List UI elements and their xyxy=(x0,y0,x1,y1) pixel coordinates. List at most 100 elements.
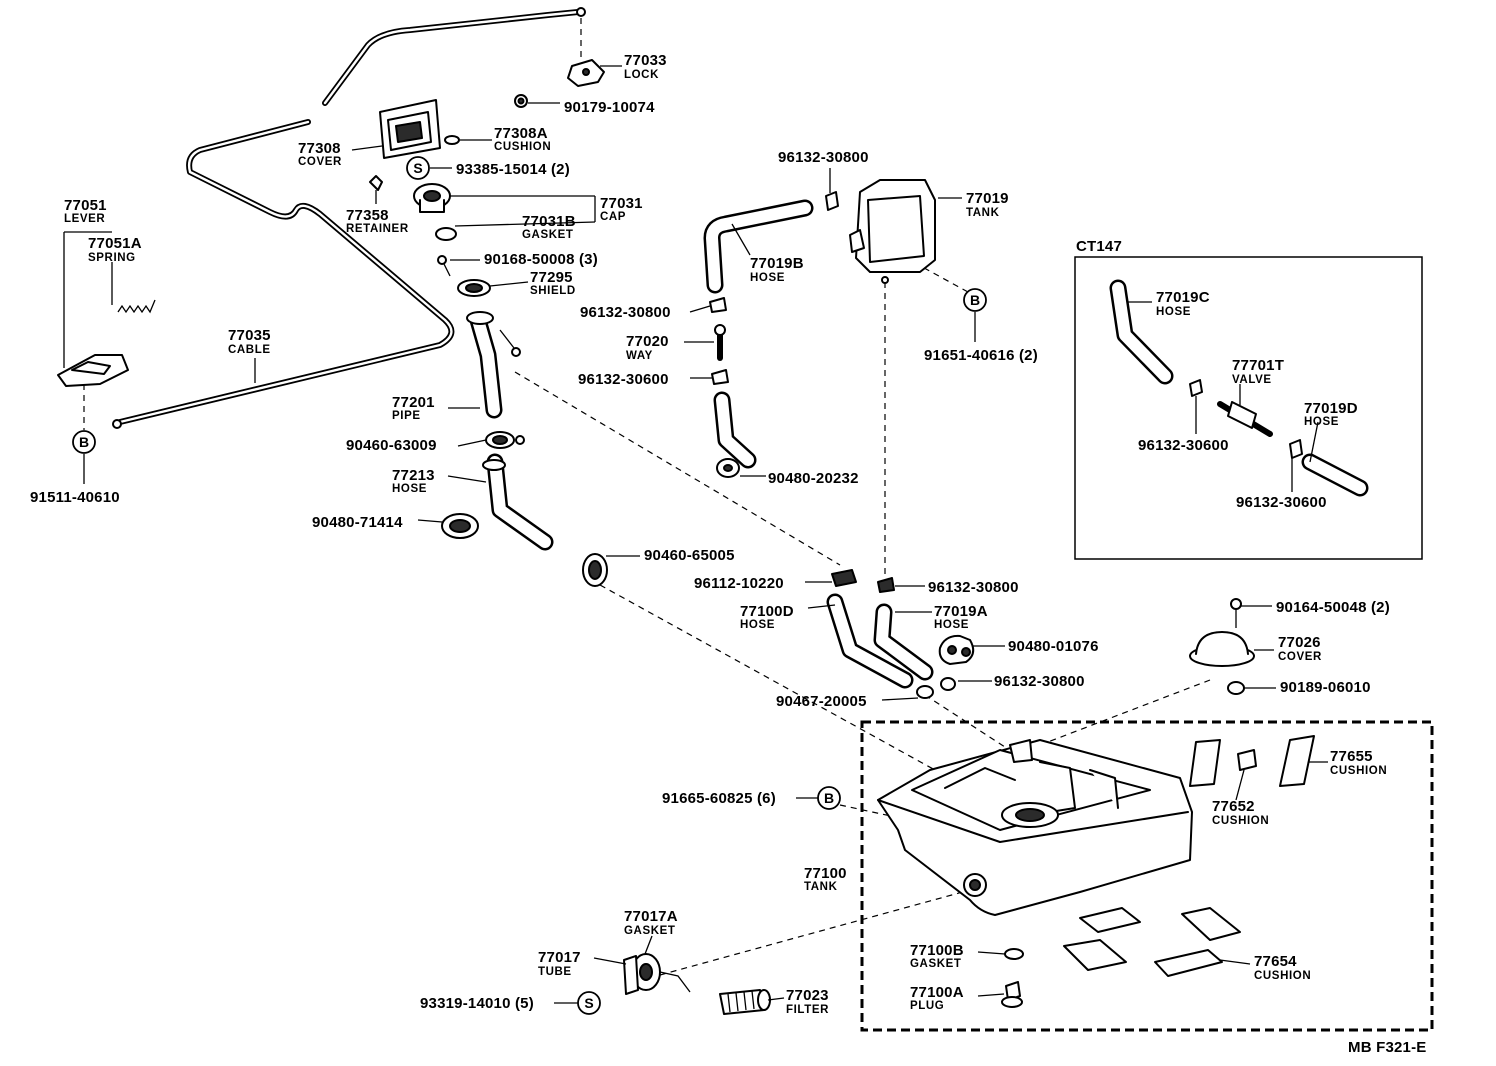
hose-lower-middle xyxy=(713,391,757,469)
fuel-tank-77100 xyxy=(877,739,1193,916)
label-77020-part: 77020 xyxy=(626,333,669,350)
label-77031b-desc: GASKET xyxy=(522,229,574,241)
cover-77026 xyxy=(1189,631,1255,667)
label-96132-b-part: 96132-30600 xyxy=(578,371,669,388)
svg-text:S: S xyxy=(413,160,422,176)
label-77100a-desc: PLUG xyxy=(910,1000,944,1012)
label-77308a-desc: CUSHION xyxy=(494,141,551,153)
label-77026-desc: COVER xyxy=(1278,651,1322,663)
label-77019-desc: TANK xyxy=(966,207,1000,219)
label-77019d-desc: HOSE xyxy=(1304,416,1339,428)
hose-77019d xyxy=(1301,453,1369,497)
grommet-90179 xyxy=(514,94,528,108)
leader-lines xyxy=(64,65,1328,1004)
label-77019a-part: 77019A xyxy=(934,603,988,620)
hose-77019c xyxy=(1109,279,1174,385)
label-77031-part: 77031 xyxy=(600,195,643,212)
shield-77295 xyxy=(457,279,491,297)
clamp-96132-a xyxy=(709,297,727,313)
label-90179-part: 90179-10074 xyxy=(564,99,655,116)
label-77019c-desc: HOSE xyxy=(1156,306,1191,318)
svg-text:S: S xyxy=(584,995,593,1011)
valve-77701t xyxy=(1217,401,1273,437)
filler-pipe-77201 xyxy=(466,311,521,419)
label-77308-part: 77308 xyxy=(298,140,341,157)
label-77213-part: 77213 xyxy=(392,467,435,484)
label-77652-desc: CUSHION xyxy=(1212,815,1269,827)
label-90467-part: 90467-20005 xyxy=(776,693,867,710)
grommet-90480-71414 xyxy=(441,513,479,539)
label-77358-part: 77358 xyxy=(346,207,389,224)
label-77051-part: 77051 xyxy=(64,197,107,214)
cushion-77652 xyxy=(1237,749,1257,771)
clamp-96132-c xyxy=(877,577,895,593)
spring-77051a xyxy=(117,299,156,314)
ct147-inset: CT147 xyxy=(1074,238,1423,560)
fuel-tank-assembly-box xyxy=(860,720,1434,1032)
part-labels: 77033 LOCK 90179-10074 77308A CUSHION 77… xyxy=(30,52,1427,1056)
label-77655-part: 77655 xyxy=(1330,748,1373,765)
label-90480-01076-part: 90480-01076 xyxy=(1008,638,1099,655)
label-77017-desc: TUBE xyxy=(538,966,572,978)
label-96132-a-part: 96132-30800 xyxy=(580,304,671,321)
hose-77100d xyxy=(826,593,914,689)
label-77652-part: 77652 xyxy=(1212,798,1255,815)
screw-90164 xyxy=(1230,598,1242,628)
sender-tube-77017 xyxy=(623,953,691,995)
label-77295-desc: SHIELD xyxy=(530,285,576,297)
marker-s-tube: S xyxy=(577,991,601,1015)
clip-96112-10220 xyxy=(831,569,857,587)
hose-77019a xyxy=(873,603,934,681)
cushion-strip xyxy=(1189,739,1221,787)
label-77019b-part: 77019B xyxy=(750,255,804,272)
label-77655-desc: CUSHION xyxy=(1330,765,1387,777)
label-77100b-desc: GASKET xyxy=(910,958,962,970)
cushion-77654 xyxy=(1063,907,1241,977)
label-77019b-desc: HOSE xyxy=(750,272,785,284)
label-77023-desc: FILTER xyxy=(786,1004,829,1016)
label-96132-d-part: 96132-30800 xyxy=(994,673,1085,690)
cushion-77655 xyxy=(1279,735,1315,787)
clamp-96132-top xyxy=(825,191,839,211)
label-77308a-part: 77308A xyxy=(494,125,548,142)
label-77051-desc: LEVER xyxy=(64,213,105,225)
label-77213-desc: HOSE xyxy=(392,483,427,495)
filter-77023 xyxy=(719,989,771,1015)
grommet-90480-01076 xyxy=(938,634,975,665)
label-77201-part: 77201 xyxy=(392,394,435,411)
label-77358-desc: RETAINER xyxy=(346,223,409,235)
inset-title: CT147 xyxy=(1076,238,1122,255)
label-77033-desc: LOCK xyxy=(624,69,659,81)
label-77100d-desc: HOSE xyxy=(740,619,775,631)
label-77701t-part: 77701T xyxy=(1232,357,1284,374)
clamp-90460-63009 xyxy=(485,431,525,449)
label-77035-desc: CABLE xyxy=(228,344,271,356)
cushion-77308a xyxy=(444,135,460,145)
label-77023-part: 77023 xyxy=(786,987,829,1004)
label-91511-part: 91511-40610 xyxy=(30,489,120,506)
label-77017a-desc: GASKET xyxy=(624,925,676,937)
clamp-96132-b xyxy=(711,369,729,385)
plug-77100a xyxy=(1001,981,1023,1008)
hose-77019b xyxy=(703,199,814,294)
clamp-96132-f xyxy=(1289,439,1303,459)
fuel-lid-cable-top xyxy=(322,7,586,106)
label-96132-f-part: 96132-30600 xyxy=(1236,494,1327,511)
label-93385-part: 93385-15014 (2) xyxy=(456,161,570,178)
label-90460-63009-part: 90460-63009 xyxy=(346,437,437,454)
gasket-77031b xyxy=(435,227,457,241)
label-77701t-desc: VALVE xyxy=(1232,374,1272,386)
cap-77031 xyxy=(413,183,451,213)
label-90168-part: 90168-50008 (3) xyxy=(484,251,598,268)
grommet-90189-06010 xyxy=(1227,681,1245,695)
svg-text:B: B xyxy=(79,434,89,450)
label-93319-part: 93319-14010 (5) xyxy=(420,995,534,1012)
label-77031b-part: 77031B xyxy=(522,213,576,230)
charcoal-tank-77019 xyxy=(849,179,936,284)
label-90189-part: 90189-06010 xyxy=(1280,679,1371,696)
label-77019-part: 77019 xyxy=(966,190,1009,207)
grommet-90480-20232 xyxy=(716,458,740,478)
diagram-id: MB F321-E xyxy=(1348,1039,1427,1056)
hose-77213 xyxy=(482,453,554,551)
label-91665-part: 91665-60825 (6) xyxy=(662,790,776,807)
